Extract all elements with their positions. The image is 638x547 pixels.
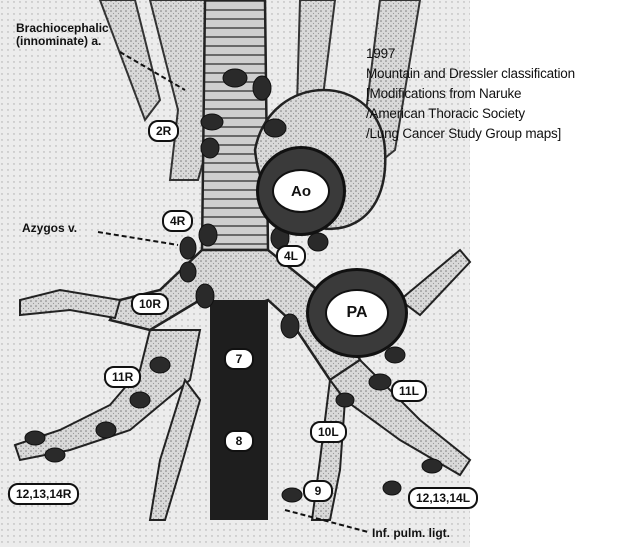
lymph-node bbox=[150, 357, 170, 373]
lymph-node bbox=[201, 114, 223, 130]
aorta-cross-section: Ao bbox=[256, 146, 346, 236]
station-12-13-14L: 12,13,14L bbox=[408, 487, 478, 509]
caption-line3: /American Thoracic Society bbox=[366, 104, 634, 124]
inf-pulm-ligament-callout: Inf. pulm. ligt. bbox=[372, 527, 450, 540]
lymph-node bbox=[25, 431, 45, 445]
lymph-node bbox=[281, 314, 299, 338]
esophagus bbox=[210, 300, 268, 520]
caption-line4: /Lung Cancer Study Group maps] bbox=[366, 124, 634, 144]
station-2R: 2R bbox=[148, 120, 179, 142]
lymph-node bbox=[253, 76, 271, 100]
classification-caption: 1997 Mountain and Dressler classificatio… bbox=[366, 44, 634, 144]
caption-year: 1997 bbox=[366, 44, 634, 64]
station-4R: 4R bbox=[162, 210, 193, 232]
lymph-node bbox=[196, 284, 214, 308]
azygos-callout: Azygos v. bbox=[22, 222, 77, 235]
lymph-node bbox=[45, 448, 65, 462]
caption-line1: Mountain and Dressler classification bbox=[366, 64, 634, 84]
lymph-node bbox=[223, 69, 247, 87]
pulmonary-artery-cross-section: PA bbox=[306, 268, 408, 358]
station-8: 8 bbox=[224, 430, 254, 452]
station-10L: 10L bbox=[310, 421, 347, 443]
lymph-node bbox=[369, 374, 391, 390]
lymph-node bbox=[336, 393, 354, 407]
station-12-13-14R: 12,13,14R bbox=[8, 483, 79, 505]
caption-line2: [Modifications from Naruke bbox=[366, 84, 634, 104]
station-9: 9 bbox=[303, 480, 333, 502]
lymph-node bbox=[422, 459, 442, 473]
lymph-node bbox=[201, 138, 219, 158]
lymph-node bbox=[383, 481, 401, 495]
lymph-node bbox=[308, 233, 328, 251]
lymph-node bbox=[180, 237, 196, 259]
station-7: 7 bbox=[224, 348, 254, 370]
brachiocephalic-callout: Brachiocephalic (innominate) a. bbox=[16, 22, 109, 48]
station-11R: 11R bbox=[104, 366, 141, 388]
lymph-node bbox=[385, 347, 405, 363]
lymph-node bbox=[199, 224, 217, 246]
lymph-node bbox=[264, 119, 286, 137]
aorta-label: Ao bbox=[272, 169, 330, 213]
brachiocephalic-callout-line2: (innominate) a. bbox=[16, 35, 109, 48]
lymph-node bbox=[180, 262, 196, 282]
pulmonary-artery-label: PA bbox=[325, 289, 389, 337]
station-10R: 10R bbox=[131, 293, 169, 315]
station-4L: 4L bbox=[276, 245, 306, 267]
station-11L: 11L bbox=[391, 380, 427, 402]
lymph-node bbox=[282, 488, 302, 502]
lymph-node bbox=[130, 392, 150, 408]
lymph-node bbox=[96, 422, 116, 438]
